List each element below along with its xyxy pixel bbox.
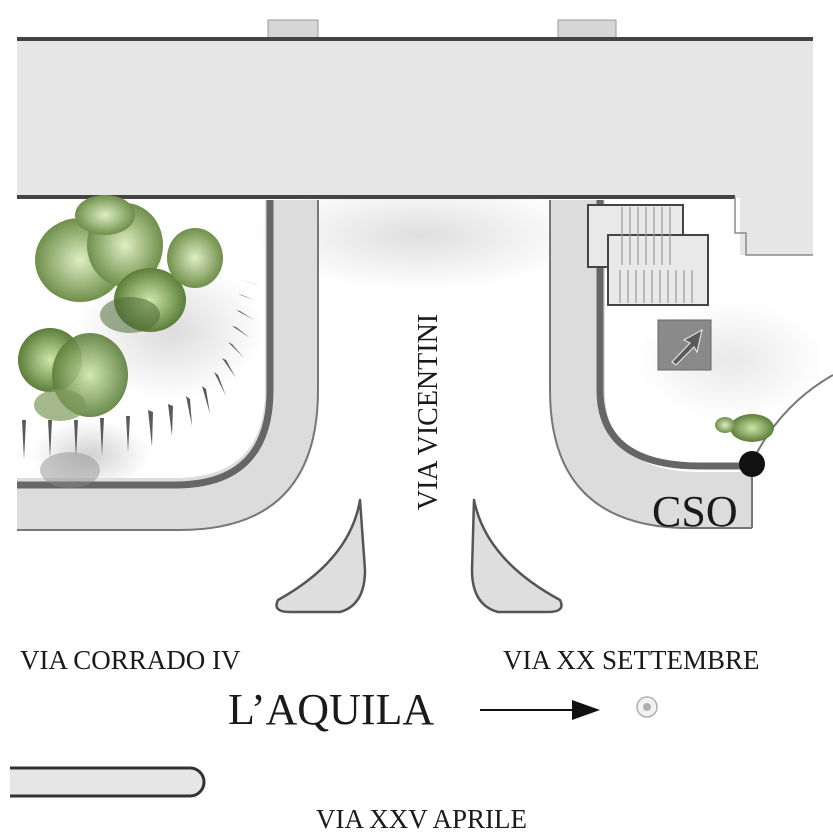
fence-posts (22, 280, 262, 460)
circle-target-icon (636, 696, 658, 718)
building (17, 19, 813, 256)
stairs-icon (587, 204, 709, 306)
arrow-right-icon (480, 700, 600, 720)
traffic-island-right (470, 498, 563, 614)
street-label-vicentini: VIA VICENTINI (413, 313, 444, 511)
street-label-aprile: VIA XXV APRILE (316, 804, 528, 834)
traffic-island-left (275, 498, 367, 614)
black-dot-icon (739, 451, 765, 477)
label-cso: CSO (652, 487, 738, 536)
tree-icon-2 (18, 328, 128, 488)
tree-icon (35, 195, 223, 333)
street-label-settembre: VIA XX SETTEMBRE (503, 645, 760, 675)
footpath-bar (10, 766, 206, 798)
street-label-corrado: VIA CORRADO IV (20, 645, 241, 675)
direction-label-aquila: L’AQUILA (228, 685, 435, 734)
left-sidewalk (17, 200, 319, 531)
right-sidewalk (549, 200, 833, 529)
tree-icon-small (715, 414, 774, 442)
turn-arrow-sign-icon (657, 319, 712, 371)
